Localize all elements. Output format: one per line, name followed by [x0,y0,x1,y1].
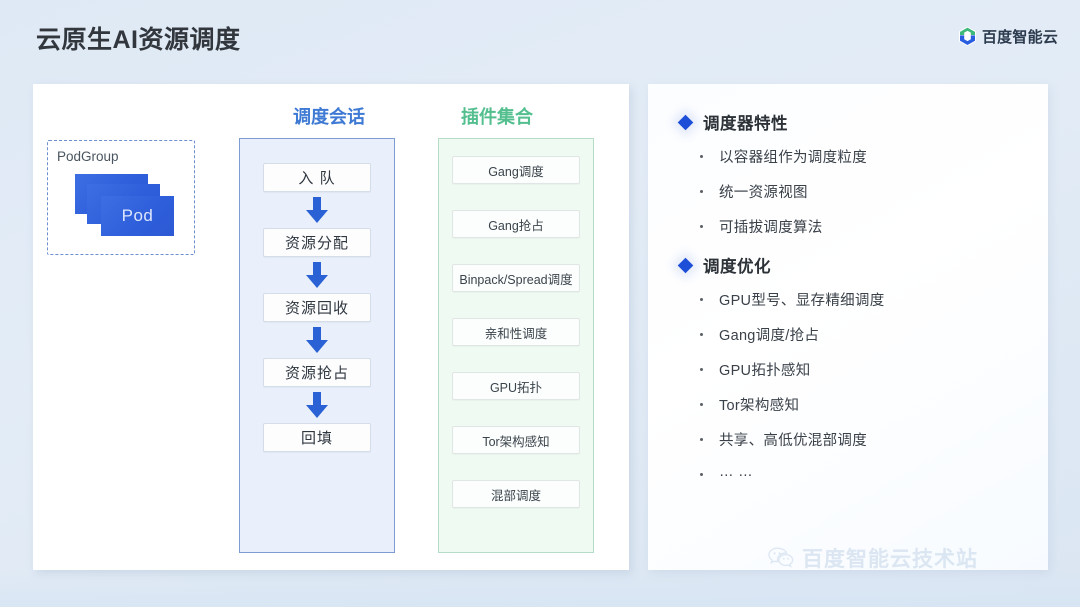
bullet-dot-icon [700,298,703,301]
list-item-label: Tor架构感知 [719,398,800,414]
pod-stack: Pod Pod Pod [75,174,179,242]
session-column-title: 调度会话 [293,107,365,127]
wechat-icon [768,547,794,569]
session-step: 资源抢占 [263,358,371,387]
brand-name: 百度智能云 [981,29,1058,46]
list-item-label: 共享、高低优混部调度 [719,433,867,449]
pod-card: Pod [101,196,174,236]
bullet-dot-icon [700,403,703,406]
podgroup-box: PodGroup Pod Pod Pod [47,140,195,255]
watermark-text: 百度智能云技术站 [802,548,978,571]
feature-group-scheduler-characteristics: 调度器特性 以容器组作为调度粒度 统一资源视图 可插拔调度算法 [668,110,1028,237]
scheduler-diagram-card: PodGroup Pod Pod Pod ❯ ❮ 调度会话 入 队 资源分配 资… [33,84,629,570]
brand-logo: 百度智能云 [958,26,1058,47]
bullet-dot-icon [700,155,703,158]
bullet-dot-icon [700,190,703,193]
session-step: 回填 [263,423,371,452]
plugin-item: GPU拓扑 [452,372,580,400]
list-item-label: 以容器组作为调度粒度 [719,150,867,166]
session-steps: 入 队 资源分配 资源回收 资源抢占 回填 [240,139,394,452]
feature-group-scheduling-optimization: 调度优化 GPU型号、显存精细调度 Gang调度/抢占 GPU拓扑感知 Tor架… [668,253,1028,480]
bullet-dot-icon [700,438,703,441]
list-item-label: GPU拓扑感知 [719,363,811,379]
baidu-cloud-hexagon-icon [958,26,977,47]
session-step: 资源回收 [263,293,371,322]
sub-list: 以容器组作为调度粒度 统一资源视图 可插拔调度算法 [700,146,1028,237]
plugin-item: Binpack/Spread调度 [452,264,580,292]
arrow-down-icon [306,197,328,223]
arrow-down-icon [306,327,328,353]
list-item: 共享、高低优混部调度 [700,429,1028,450]
list-item: 可插拔调度算法 [700,216,1028,237]
plugin-item: Gang抢占 [452,210,580,238]
sub-list: GPU型号、显存精细调度 Gang调度/抢占 GPU拓扑感知 Tor架构感知 共… [700,289,1028,480]
list-item: … … [700,464,1028,480]
group-title: 调度优化 [703,258,771,276]
list-item: 以容器组作为调度粒度 [700,146,1028,167]
list-item: Tor架构感知 [700,394,1028,415]
arrow-down-icon [306,262,328,288]
page-title: 云原生AI资源调度 [36,26,241,54]
list-item-label: 统一资源视图 [719,185,808,201]
list-item: GPU型号、显存精细调度 [700,289,1028,310]
bullet-dot-icon [700,368,703,371]
bottom-band [0,571,1080,607]
list-item-label: GPU型号、显存精细调度 [719,293,885,309]
feature-panel: 调度器特性 以容器组作为调度粒度 统一资源视图 可插拔调度算法 调度优化 [648,84,1048,570]
list-item: GPU拓扑感知 [700,359,1028,380]
list-item: 统一资源视图 [700,181,1028,202]
plugin-item: Gang调度 [452,156,580,184]
list-item-label: … … [719,464,753,480]
group-head: 调度器特性 [668,110,1028,134]
list-item-label: 可插拔调度算法 [719,220,823,236]
group-title: 调度器特性 [703,115,788,133]
bullet-dot-icon [700,473,703,476]
podgroup-label: PodGroup [57,149,119,164]
session-panel: 入 队 资源分配 资源回收 资源抢占 回填 [239,138,395,553]
watermark: 百度智能云技术站 [768,543,978,573]
plugins-column-title: 插件集合 [461,107,533,127]
diamond-bullet-icon [677,257,694,273]
plugin-item: Tor架构感知 [452,426,580,454]
diamond-bullet-icon [677,114,694,130]
page-header: 云原生AI资源调度 百度智能云 [0,0,1080,78]
bullet-dot-icon [700,333,703,336]
plugin-item: 混部调度 [452,480,580,508]
plugin-item: 亲和性调度 [452,318,580,346]
session-step: 资源分配 [263,228,371,257]
list-item: Gang调度/抢占 [700,324,1028,345]
arrow-down-icon [306,392,328,418]
group-head: 调度优化 [668,253,1028,277]
list-item-label: Gang调度/抢占 [719,328,820,344]
bullet-dot-icon [700,225,703,228]
plugins-panel: Gang调度 Gang抢占 Binpack/Spread调度 亲和性调度 GPU… [438,138,594,553]
session-step: 入 队 [263,163,371,192]
